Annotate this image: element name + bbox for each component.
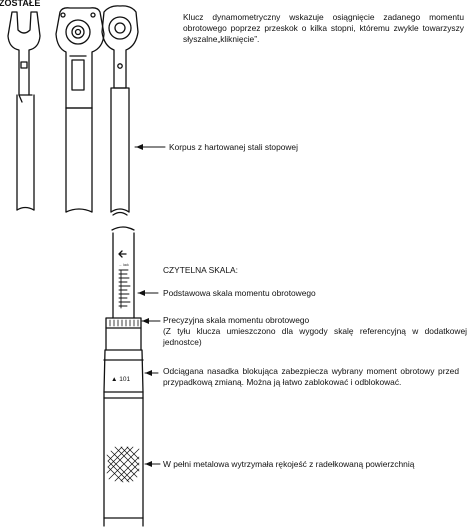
callout-handle: W pełni metalowa wytrzymała rękojeść z r… [163, 459, 415, 469]
knob-engraving: ▲ 101 [111, 376, 130, 383]
leader-lines [134, 144, 166, 467]
callout-precision-scale: Precyzyjna skala momentu obrotowego [163, 315, 310, 325]
open-end-head [7, 11, 41, 211]
callout-body-material: Korpus z hartowanej stali stopowej [169, 142, 298, 152]
ratchet-head [55, 7, 105, 213]
callout-readable-scale: CZYTELNA SKALA: [163, 265, 238, 275]
lock-label: ← lock [119, 263, 129, 267]
callout-precision-scale-note: (Z tyłu klucza umieszczono dla wygody sk… [163, 326, 467, 347]
callout-intro: Klucz dynamometryczny wskazuje osiągnięc… [183, 12, 464, 44]
knurled-grip [106, 446, 140, 483]
callout-base-scale: Podstawowa skala momentu obrotowego [163, 288, 316, 298]
callout-lock-knob: Odciągana nasadka blokująca zabezpiecza … [163, 366, 459, 387]
wrench-lower-body: ← lock [103, 226, 144, 527]
cut-title: ZOSTAŁE [0, 0, 40, 8]
ring-head [101, 5, 139, 216]
base-scale-ticks [118, 269, 131, 309]
precision-scale-ticks [109, 319, 139, 327]
